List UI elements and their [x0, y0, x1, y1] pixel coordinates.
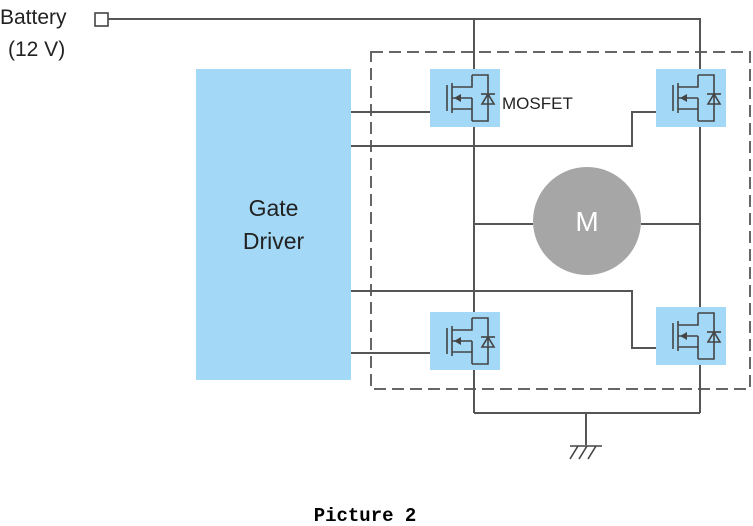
h-bridge-boundary: [370, 51, 751, 390]
gate-driver-label-line1: Gate: [249, 195, 299, 221]
caption: Picture 2: [314, 505, 417, 526]
motor-label: M: [575, 206, 598, 237]
battery-label-line1: Battery: [0, 6, 67, 29]
gate-driver-label-line2: Driver: [243, 228, 305, 254]
battery-label-line2: (12 V): [8, 38, 65, 61]
ground-icon: [569, 445, 602, 460]
gate-driver-block: [196, 69, 351, 380]
mosfet-icon-bottom-right: [655, 306, 727, 366]
mosfet-label: MOSFET: [502, 94, 573, 113]
mosfet-icon-top-left: [429, 68, 501, 128]
battery-terminal-icon: [94, 12, 109, 27]
wires: [108, 18, 701, 445]
mosfet-icon-bottom-left: [429, 311, 501, 371]
mosfet-icon-top-right: [655, 68, 727, 128]
motor-icon: [533, 167, 641, 275]
